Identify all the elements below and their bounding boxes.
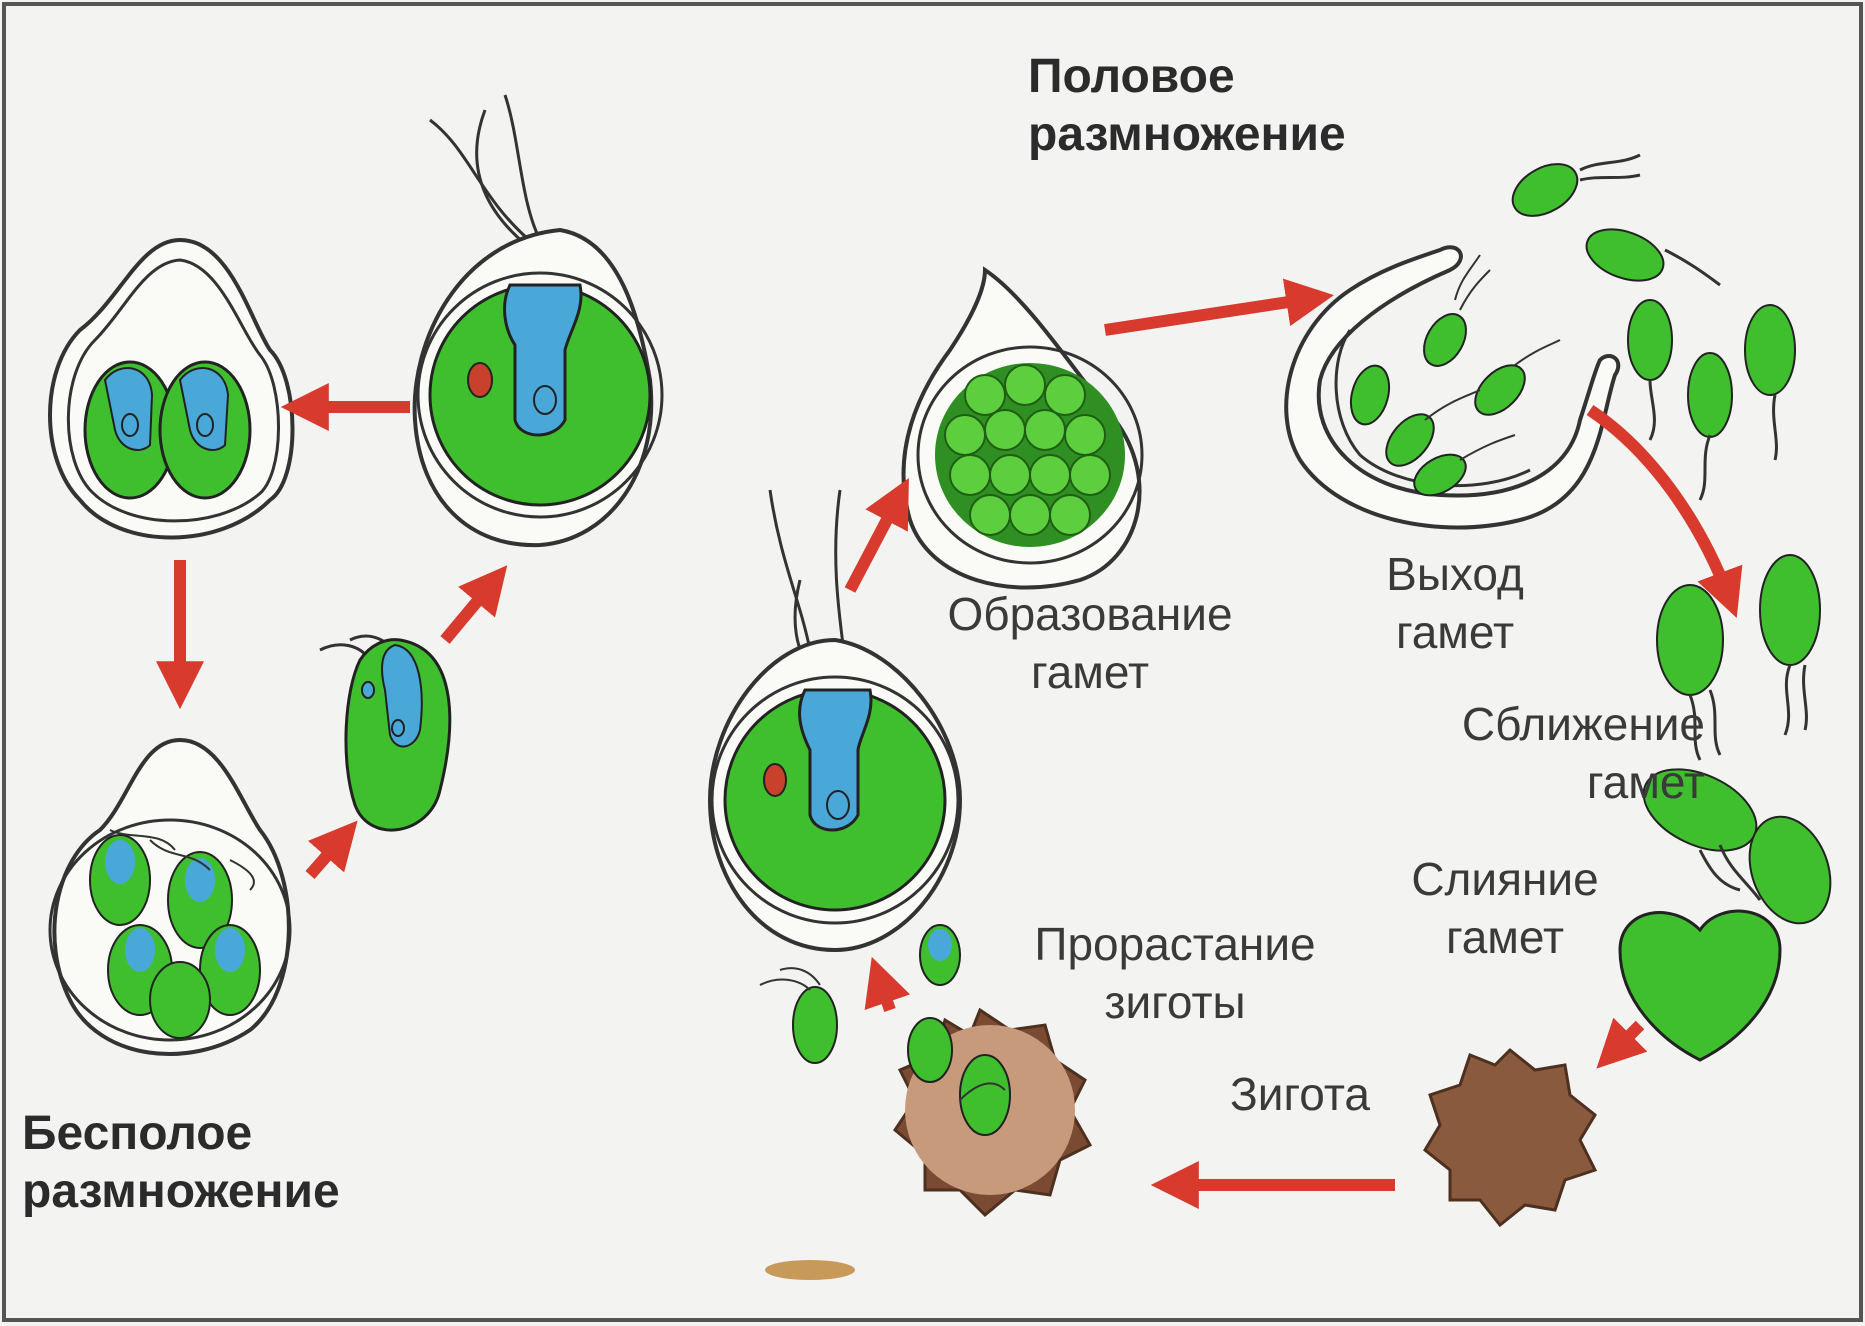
asexual-title: Бесполое размножение: [22, 1105, 340, 1221]
zoospores-sporangium: [50, 740, 290, 1054]
free-zoospore: [320, 636, 450, 830]
gamete-release-cell: [1286, 247, 1618, 527]
label-gamete-formation: Образование гамет: [900, 585, 1280, 701]
label-zygote: Зигота: [1200, 1065, 1400, 1123]
arrow-sexual-6: [850, 495, 900, 590]
free-gametes: [1504, 153, 1795, 437]
arrow-sexual-3: [1610, 1025, 1640, 1055]
label-zygote-germination: Прорастание зиготы: [985, 915, 1365, 1031]
fused-zygote-cell: [1620, 911, 1780, 1060]
gamete-flagella: [1580, 155, 1776, 500]
mature-cell-asexual: [415, 95, 662, 545]
mature-cell-sexual: [710, 490, 960, 950]
arrow-sexual-5: [878, 975, 890, 1010]
zygote-icon: [1425, 1050, 1595, 1225]
arrow-sexual-1: [1105, 298, 1315, 330]
arrow-asexual-3: [310, 835, 345, 875]
arrow-asexual-4: [445, 580, 495, 640]
label-gamete-fusion: Слияние гамет: [1375, 850, 1635, 966]
gamete-formation-cell: [904, 270, 1142, 588]
cell-division-two: [50, 240, 293, 538]
label-gamete-release: Выход гамет: [1355, 545, 1555, 661]
sexual-title: Половое размножение: [1028, 48, 1346, 164]
label-gamete-approach: Сближение гамет: [1365, 695, 1705, 811]
smudge: [765, 1260, 855, 1280]
